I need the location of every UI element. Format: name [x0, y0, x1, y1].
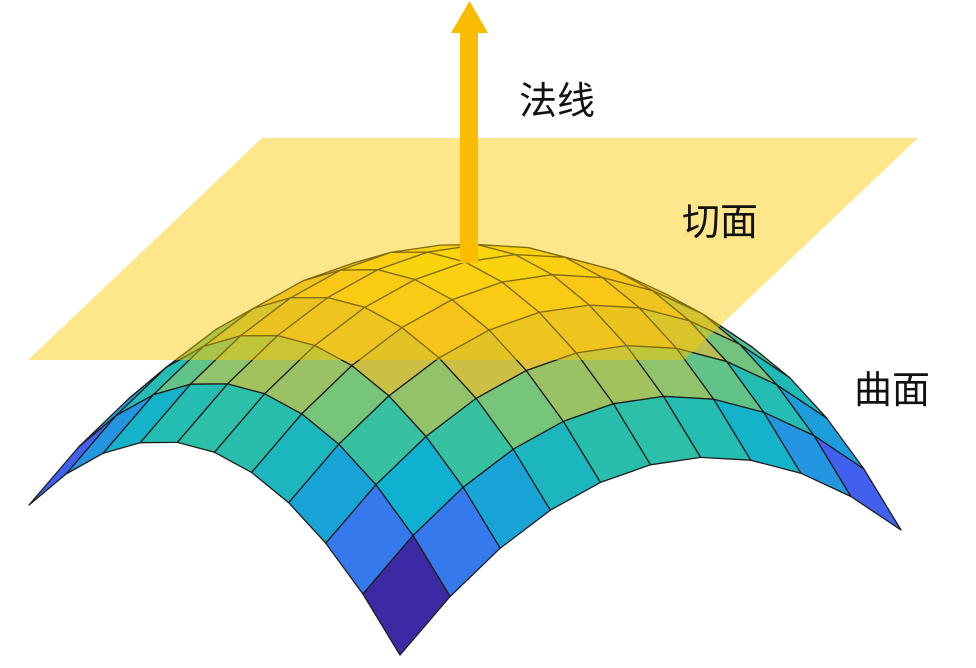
normal-arrow	[451, 1, 488, 263]
normal-label: 法线	[519, 79, 595, 123]
normal-arrow-shaft	[460, 30, 478, 263]
surface-label: 曲面	[854, 368, 930, 412]
surface-mesh	[28, 244, 902, 656]
normal-arrow-head	[451, 1, 488, 33]
tangent-plane-label: 切面	[682, 200, 758, 244]
surface-mesh-cell	[362, 534, 451, 656]
surface-mesh-cell	[28, 414, 117, 506]
